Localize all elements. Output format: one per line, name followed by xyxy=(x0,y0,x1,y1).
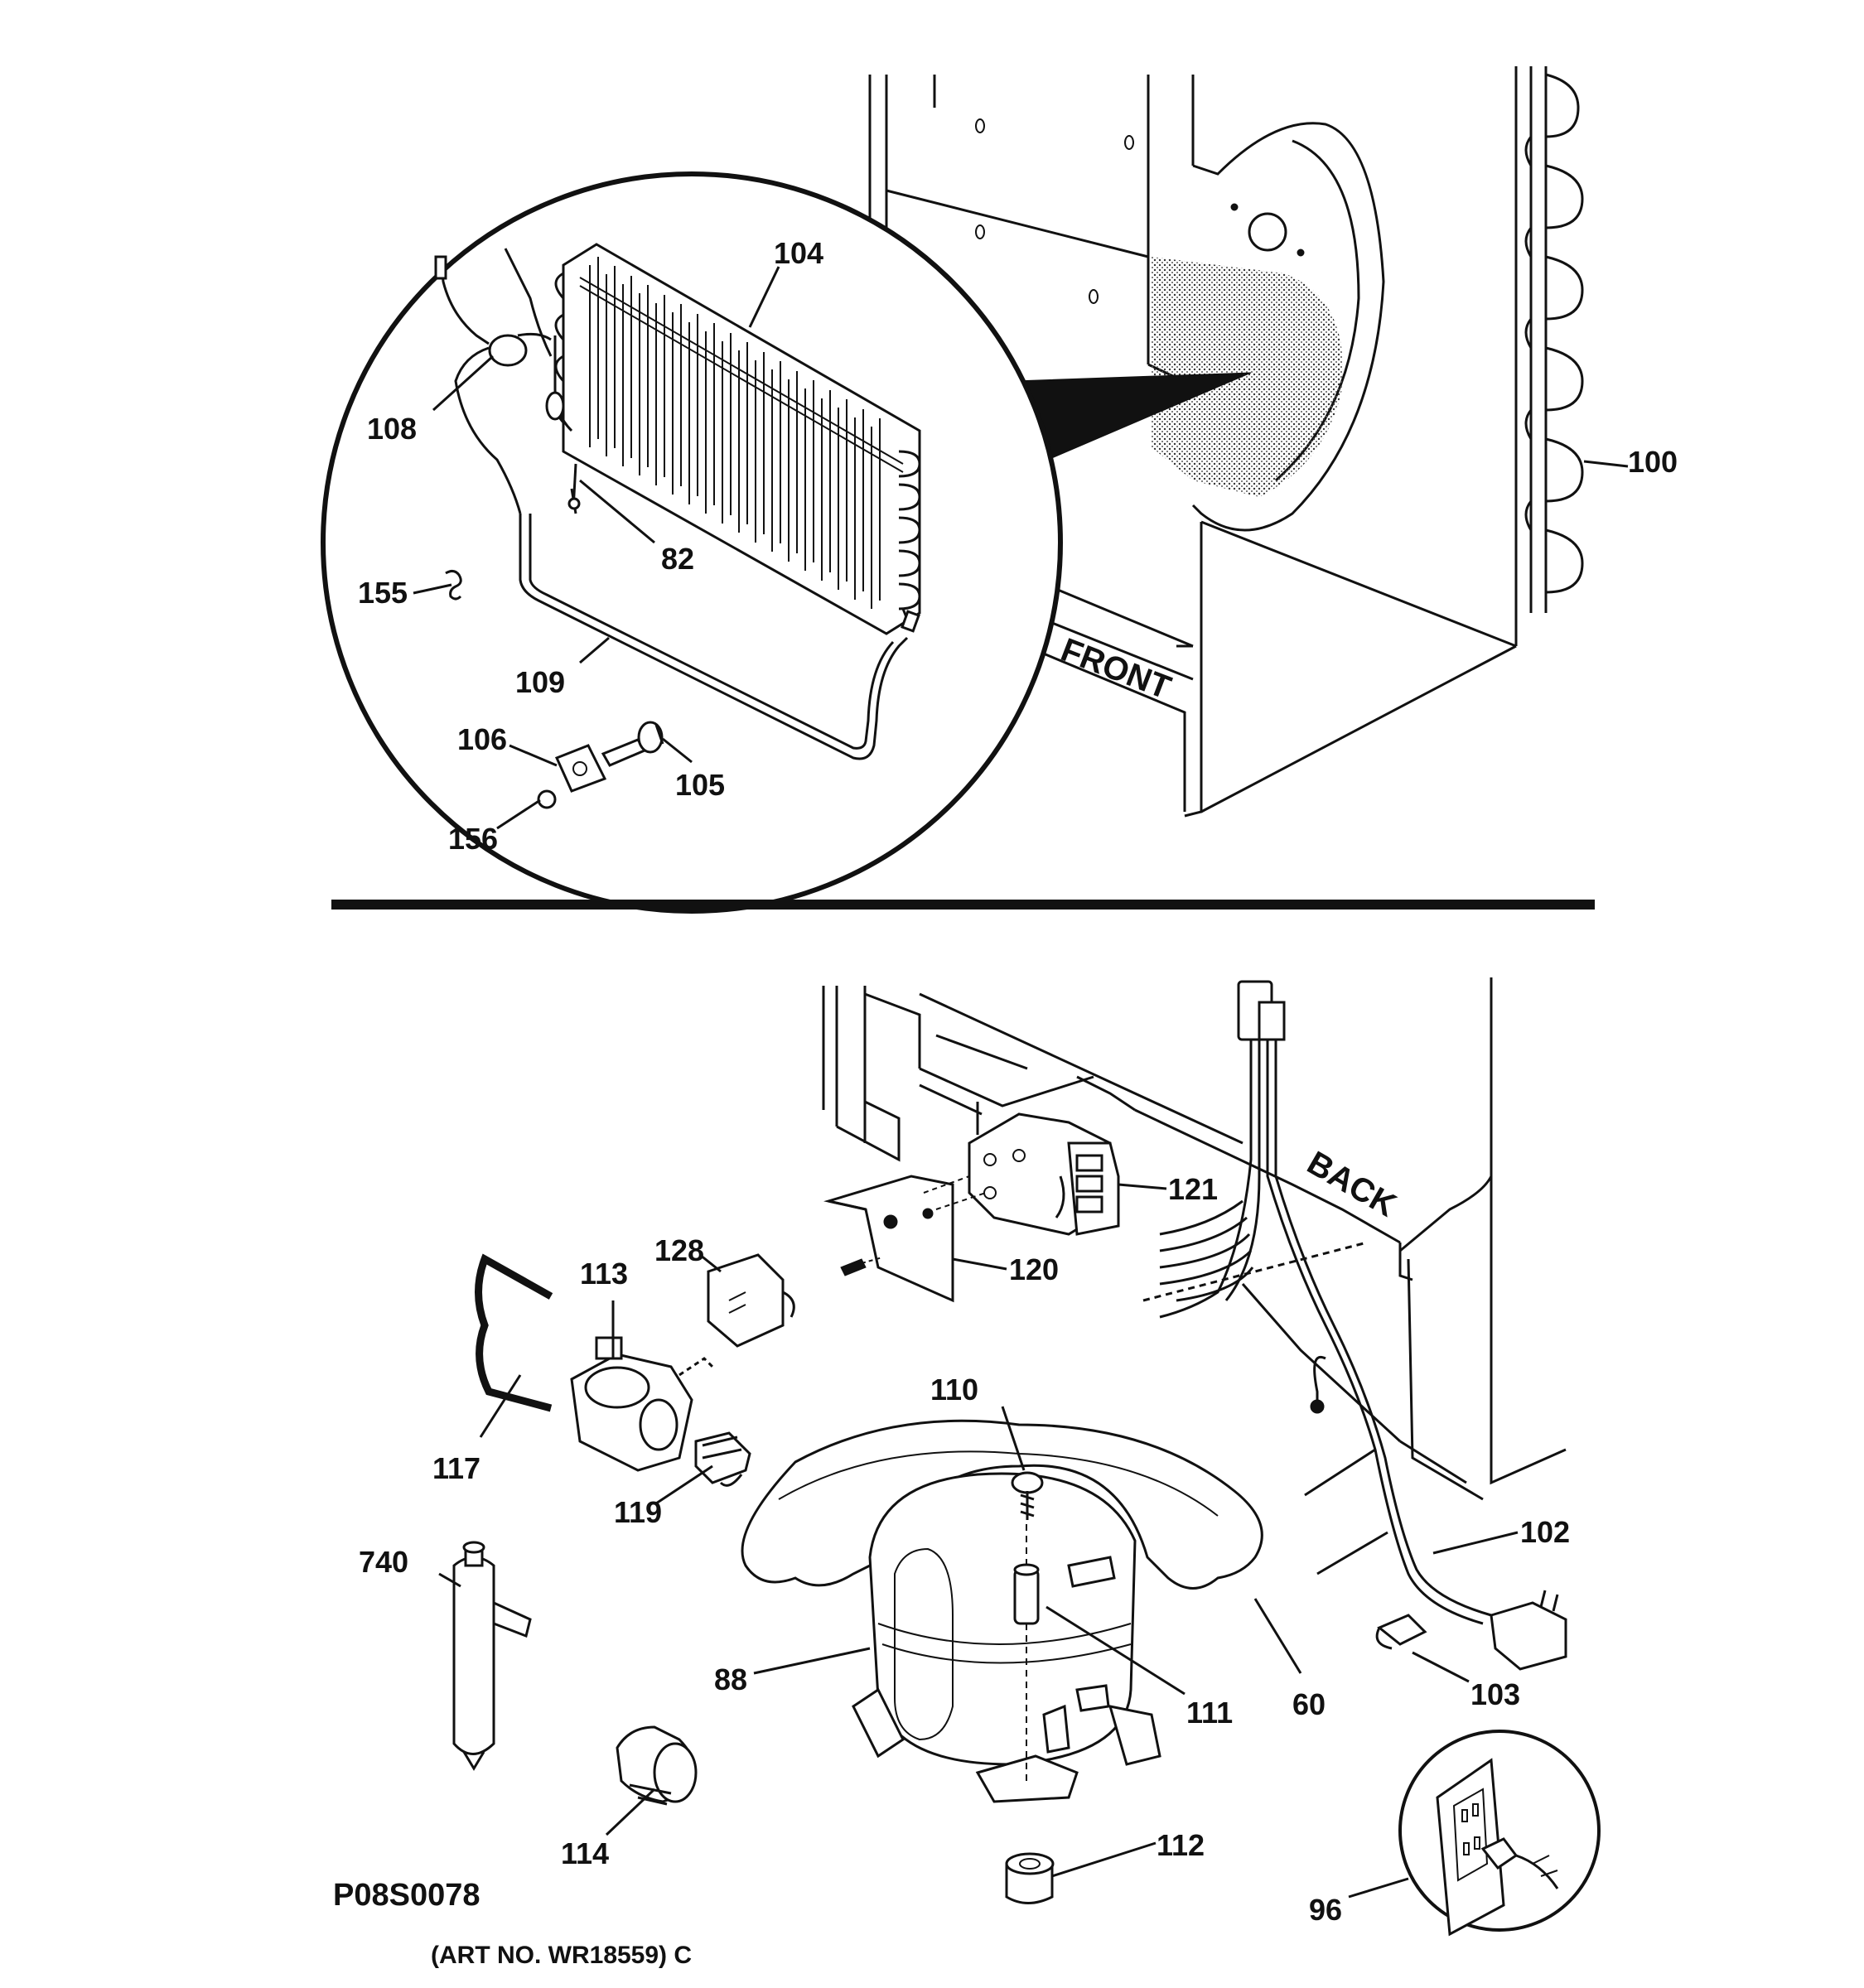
bottom-leader-lines xyxy=(438,1183,1519,1899)
label-109: 109 xyxy=(515,665,565,699)
top-leader-lines xyxy=(413,266,1629,830)
label-113: 113 xyxy=(580,1257,628,1291)
start-relay xyxy=(707,1253,795,1348)
drain-parts xyxy=(537,721,664,809)
label-119: 119 xyxy=(614,1495,662,1529)
label-114: 114 xyxy=(561,1836,609,1870)
terminal-connector xyxy=(694,1431,751,1487)
label-120: 120 xyxy=(1009,1252,1059,1286)
evaporator xyxy=(504,243,921,635)
defrost-thermostat xyxy=(434,255,552,514)
label-104: 104 xyxy=(774,236,823,270)
label-156: 156 xyxy=(448,822,498,856)
wire-cord-117 xyxy=(475,1253,553,1412)
label-108: 108 xyxy=(367,412,417,446)
label-96: 96 xyxy=(1309,1893,1342,1927)
front-label: FRONT xyxy=(1056,631,1176,706)
label-106: 106 xyxy=(457,722,507,756)
label-111: 111 xyxy=(1186,1696,1233,1730)
condenser-coil xyxy=(1514,66,1584,613)
label-88: 88 xyxy=(714,1662,747,1696)
label-105: 105 xyxy=(675,768,725,802)
back-label: BACK xyxy=(1301,1145,1403,1224)
capacitor xyxy=(616,1725,698,1806)
label-110: 110 xyxy=(930,1373,978,1407)
defrost-heater xyxy=(519,514,920,760)
diagram-code: P08S0078 xyxy=(333,1878,480,1913)
compressor xyxy=(852,1472,1161,1803)
clip-155 xyxy=(445,569,462,601)
label-128: 128 xyxy=(654,1233,704,1267)
grommet-112 xyxy=(1005,1852,1055,1904)
overload-protector xyxy=(570,1336,714,1472)
label-100: 100 xyxy=(1628,445,1678,479)
label-102: 102 xyxy=(1520,1515,1570,1549)
label-103: 103 xyxy=(1470,1677,1520,1711)
label-112: 112 xyxy=(1157,1828,1205,1862)
label-155: 155 xyxy=(358,576,408,610)
timer-bracket xyxy=(823,1175,987,1303)
label-121: 121 xyxy=(1168,1172,1218,1206)
wiring-harness xyxy=(1159,980,1492,1625)
art-number: (ART NO. WR18559) C xyxy=(431,1942,692,1969)
filter-drier xyxy=(452,1541,532,1771)
part-number-labels: 104 108 82 155 109 106 105 156 100 121 1… xyxy=(358,236,1678,1927)
cord-clamp xyxy=(1375,1614,1427,1650)
outlet-detail-circle xyxy=(1398,1730,1601,1937)
defrost-timer xyxy=(968,1112,1120,1236)
label-117: 117 xyxy=(432,1451,480,1485)
label-82: 82 xyxy=(661,542,694,576)
label-60: 60 xyxy=(1292,1687,1326,1721)
power-cord-plug xyxy=(1490,1590,1567,1671)
label-740: 740 xyxy=(359,1545,408,1579)
mounting-sleeve xyxy=(1013,1524,1040,1781)
mounting-screw xyxy=(1011,1471,1044,1520)
